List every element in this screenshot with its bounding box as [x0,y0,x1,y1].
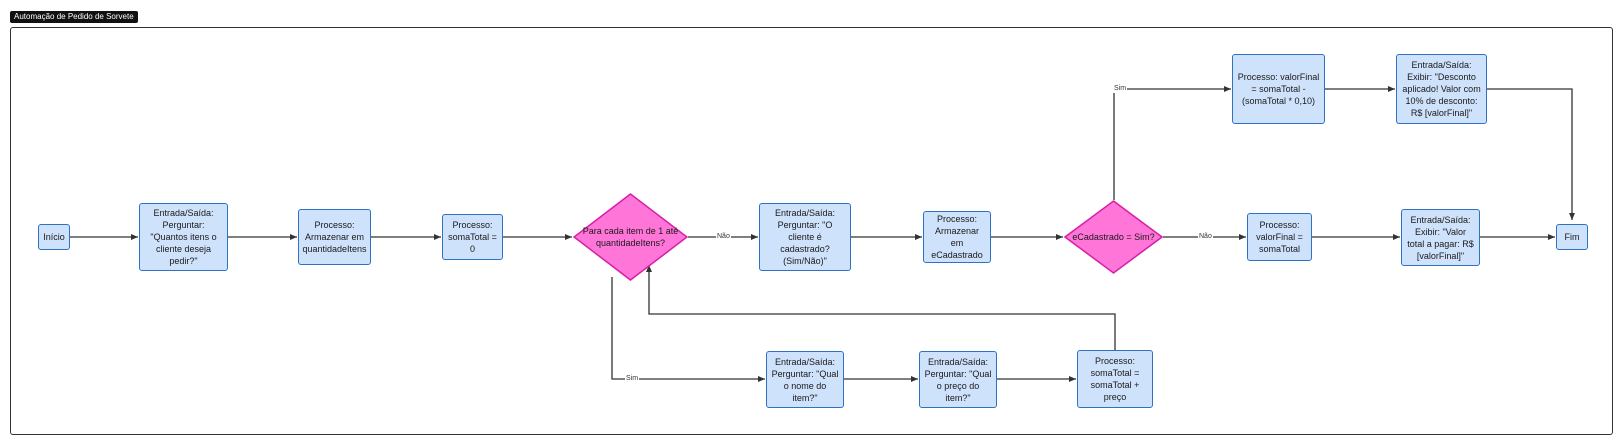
cad-decision-shape [1064,200,1163,274]
node-perg-qtd: Entrada/Saída: Perguntar: "Quantos itens… [139,203,228,271]
node-exib-desc: Entrada/Saída: Exibir: "Desconto aplicad… [1396,54,1487,124]
node-perg-cad: Entrada/Saída: Perguntar: "O cliente é c… [759,203,851,271]
edge-label-cad-sim: Sim [1113,85,1128,93]
edge-label-loop-sim: Sim [625,375,640,383]
node-fim-label: Fim [1564,232,1580,242]
edge-label-loop-nao: Não [716,233,731,241]
node-loop-label: Para cada item de 1 até quantidadeItens? [582,226,679,248]
node-arm-qtd: Processo: Armazenar em quantidadeItens [298,209,371,265]
node-desc-label: Processo: valorFinal = somaTotal - (soma… [1237,72,1320,106]
node-perg-qtd-label: Entrada/Saída: Perguntar: "Quantos itens… [150,208,217,266]
node-soma-add-label: Processo: somaTotal = somaTotal + preço [1090,356,1140,402]
node-fim: Fim [1556,224,1588,250]
node-desc: Processo: valorFinal = somaTotal - (soma… [1232,54,1325,124]
node-exib-total: Entrada/Saída: Exibir: "Valor total a pa… [1401,209,1480,266]
node-sem-desc-label: Processo: valorFinal = somaTotal [1256,220,1303,254]
node-arm-qtd-label: Processo: Armazenar em quantidadeItens [302,220,367,254]
node-arm-cad-label: Processo: Armazenar em eCadastrado [931,214,983,260]
edge-soma-add-loop [646,265,1116,350]
node-cad-label: eCadastrado = Sim? [1072,232,1155,242]
edge-label-cad-nao: Não [1198,233,1213,241]
node-soma-zero: Processo: somaTotal = 0 [442,214,503,260]
loop-decision-shape [573,193,688,281]
node-soma-zero-label: Processo: somaTotal = 0 [448,220,497,254]
node-perg-nome: Entrada/Saída: Perguntar: "Qual o nome d… [766,351,844,408]
node-cad-decision: eCadastrado = Sim? [1064,200,1163,274]
node-perg-cad-label: Entrada/Saída: Perguntar: "O cliente é c… [774,208,836,266]
edge-loop-perg-nome [611,277,765,382]
node-perg-nome-label: Entrada/Saída: Perguntar: "Qual o nome d… [771,356,839,403]
node-inicio-label: Início [43,232,65,242]
node-sem-desc: Processo: valorFinal = somaTotal [1247,213,1312,261]
edge-dec-cad-desc [1113,86,1231,200]
diagram-title: Automação de Pedido de Sorvete [10,11,138,23]
edge-exib-desc-fim [1487,88,1575,220]
node-perg-preco-label: Entrada/Saída: Perguntar: "Qual o preço … [924,356,992,403]
diagram-frame [10,27,1613,435]
node-arm-cad: Processo: Armazenar em eCadastrado [923,211,991,263]
node-exib-total-label: Entrada/Saída: Exibir: "Valor total a pa… [1407,214,1474,261]
node-inicio: Início [38,224,70,250]
node-exib-desc-label: Entrada/Saída: Exibir: "Desconto aplicad… [1402,60,1481,118]
node-soma-add: Processo: somaTotal = somaTotal + preço [1077,350,1153,408]
node-loop-decision: Para cada item de 1 até quantidadeItens? [573,193,688,281]
node-perg-preco: Entrada/Saída: Perguntar: "Qual o preço … [919,351,997,408]
